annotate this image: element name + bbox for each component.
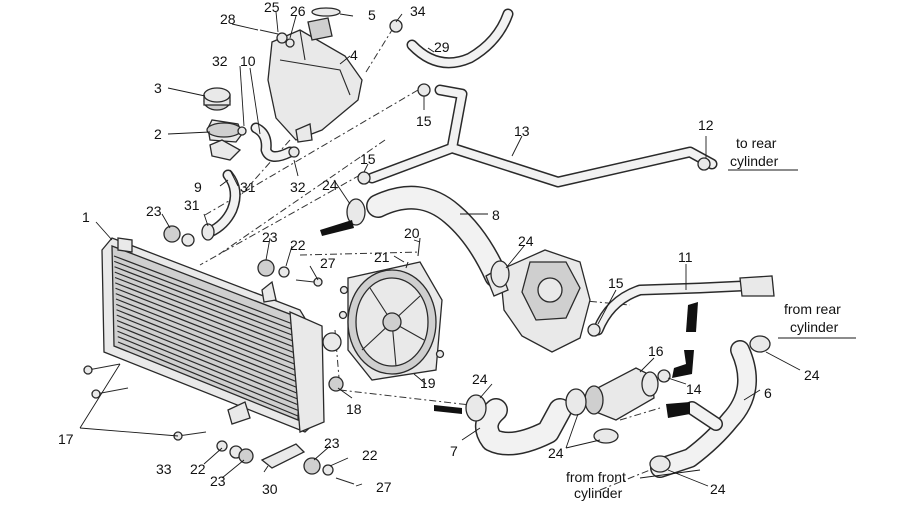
radiator-fin [116,319,299,395]
callout-10: 10 [240,53,256,69]
callout-8: 8 [492,207,500,223]
note-from-front-line1: from front [566,469,626,485]
radiator-fin [115,287,299,361]
hose-11 [592,275,775,336]
small-parts [83,19,711,485]
radiator-fin [116,314,299,389]
note-from-rear-line1: from rear [784,301,841,317]
note-to-rear-line1: to rear [736,135,777,151]
radiator-fin [117,330,299,406]
note-from-front-line2: cylinder [574,485,623,501]
hose-7 [474,398,572,456]
callout-27b: 27 [376,479,392,495]
radiator-fin [117,341,299,417]
callout-34: 34 [410,3,426,19]
callout-19: 19 [420,375,436,391]
callout-32a: 32 [212,53,228,69]
callout-numbers: 1 2 3 4 5 6 7 8 9 10 11 12 13 14 15 15 1… [58,0,820,497]
callout-11: 11 [678,249,693,265]
water-pump [485,249,591,353]
thermostat [584,367,659,421]
callout-4: 4 [350,47,358,63]
expansion-tank [267,7,363,143]
callout-12: 12 [698,117,714,133]
note-from-rear-line2: cylinder [790,319,839,335]
hose-6 [650,340,757,478]
callout-29: 29 [434,39,450,55]
callout-26: 26 [290,3,306,19]
radiator-fin [115,282,299,355]
callout-15a: 15 [416,113,432,129]
radiator-fin [117,336,299,411]
callout-25: 25 [264,0,280,15]
callout-15b: 15 [360,151,376,167]
radiator-fin [116,309,299,383]
small-hoses [204,8,514,238]
callout-24a: 24 [322,177,338,193]
callout-22a: 22 [290,237,306,253]
callout-31a: 31 [240,179,256,195]
leader-lines [79,11,856,487]
joint-markers [320,220,698,418]
callout-24c: 24 [472,371,488,387]
callout-3: 3 [154,80,162,96]
flow-notes: to rear cylinder from rear cylinder from… [566,135,841,501]
callout-24b: 24 [518,233,534,249]
radiator-fin [114,276,299,350]
callout-13: 13 [514,123,530,139]
radiator-fin [115,293,299,366]
radiator-fin [113,255,299,327]
upper-hose [366,185,508,288]
callout-16: 16 [648,343,664,359]
callout-28: 28 [220,11,236,27]
cooling-fan [338,261,445,381]
hose-clamps [346,198,771,473]
callout-31b: 31 [184,197,200,213]
radiator [101,237,342,433]
callout-30: 30 [262,481,278,497]
callout-24e: 24 [804,367,820,383]
callout-17: 17 [58,431,74,447]
callout-14: 14 [686,381,702,397]
callout-24f: 24 [710,481,726,497]
callout-23b: 23 [262,229,278,245]
callout-18: 18 [346,401,362,417]
radiator-fin [117,325,299,400]
callout-23d: 23 [210,473,226,489]
callout-6: 6 [764,385,772,401]
radiator-fin [114,271,299,344]
callout-20: 20 [404,225,420,241]
radiator-fin [116,303,299,378]
radiator-fin [114,260,299,333]
callout-7: 7 [450,443,458,459]
callout-32b: 32 [290,179,306,195]
callout-5: 5 [368,7,376,23]
callout-1: 1 [82,209,90,225]
callout-27a: 27 [320,255,336,271]
filler-neck [203,87,247,161]
callout-33: 33 [156,461,172,477]
note-to-rear-line2: cylinder [730,153,779,169]
callout-15c: 15 [608,275,624,291]
callout-22c: 22 [190,461,206,477]
pipe-13 [366,84,718,188]
callout-23c: 23 [324,435,340,451]
callout-23a: 23 [146,203,162,219]
callout-24d: 24 [548,445,564,461]
radiator-fin [114,266,299,338]
callout-22b: 22 [362,447,378,463]
callout-2: 2 [154,126,162,142]
callout-21: 21 [374,249,390,265]
callout-9: 9 [194,179,202,195]
radiator-fin [115,298,299,372]
